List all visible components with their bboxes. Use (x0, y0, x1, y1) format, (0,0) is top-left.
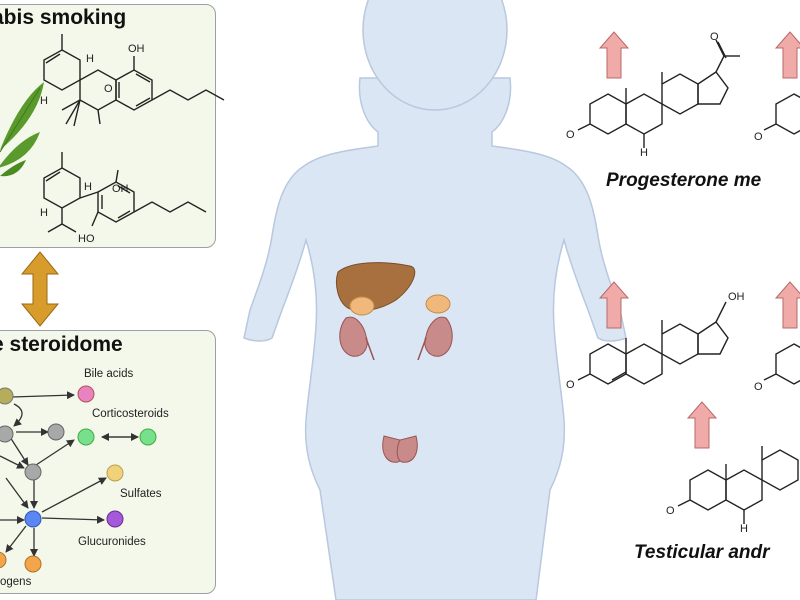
network-node-corticosteroid-2 (139, 428, 157, 446)
progesterone-metabolite-molecule-2 (763, 93, 800, 135)
increase-arrow-icon (598, 31, 800, 449)
network-node-glucuronides (106, 510, 124, 528)
testosterone-molecule-2 (763, 343, 800, 385)
network-node-sulfates (106, 464, 124, 482)
caption-progesterone-metabolism: Progesterone me (606, 170, 762, 191)
progesterone-metabolite-molecule (577, 39, 740, 148)
testosterone-o-label: O (566, 379, 575, 391)
network-node-bile-acids (77, 385, 95, 403)
network-node-gray-3 (24, 463, 42, 481)
network-node-gray-1 (0, 425, 14, 443)
testosterone-oh-label: OH (728, 291, 745, 303)
thc-molecule (43, 34, 225, 127)
cbd-h-label-2: H (40, 207, 48, 219)
network-node-orange-edge (0, 551, 7, 569)
progesterone-h-label: H (640, 147, 648, 159)
progesterone-ketone-o-label: O (710, 31, 719, 43)
adrenal-gland-icon (349, 294, 451, 316)
testosterone-molecule (577, 301, 729, 385)
label-sulfates: Sulfates (120, 488, 162, 500)
steroidome-panel-title: e steroidome (0, 333, 123, 356)
cbd-molecule (43, 152, 207, 233)
network-node-corticosteroid-1 (77, 428, 95, 446)
network-node-blue (24, 510, 42, 528)
prostate-icon (382, 435, 418, 463)
cbd-ho-label: HO (78, 233, 95, 245)
androgen-h-label: H (740, 523, 748, 535)
cbd-oh-label: OH (112, 183, 129, 195)
androgen-o-label: O (666, 505, 675, 517)
cannabis-panel-title: abis smoking (0, 6, 127, 29)
label-corticosteroids: Corticosteroids (92, 408, 169, 420)
steroidome-network-edges (0, 391, 139, 557)
thc-oh-label: OH (128, 43, 145, 55)
thc-h-label-1: H (86, 53, 94, 65)
kidney-icon (339, 316, 453, 361)
network-node-olive (0, 387, 14, 405)
label-estrogens: ogens (0, 576, 32, 588)
thc-h-label-2: H (40, 95, 48, 107)
testosterone-2-o-label: O (754, 381, 763, 393)
thc-o-label: O (104, 83, 113, 95)
label-bile-acids: Bile acids (84, 368, 134, 380)
cbd-h-label-1: H (84, 181, 92, 193)
androgen-molecule (677, 446, 799, 524)
progesterone-2-o-label: O (754, 131, 763, 143)
cannabis-leaf-icon (0, 82, 44, 177)
label-glucuronides: Glucuronides (78, 536, 146, 548)
caption-testicular-androgens: Testicular andr (634, 542, 770, 563)
network-node-gray-2 (47, 423, 65, 441)
cannabis-smoking-panel (0, 4, 216, 248)
network-node-estrogens (24, 555, 42, 573)
progesterone-o-label: O (566, 129, 575, 141)
double-headed-arrow-icon (20, 251, 60, 327)
